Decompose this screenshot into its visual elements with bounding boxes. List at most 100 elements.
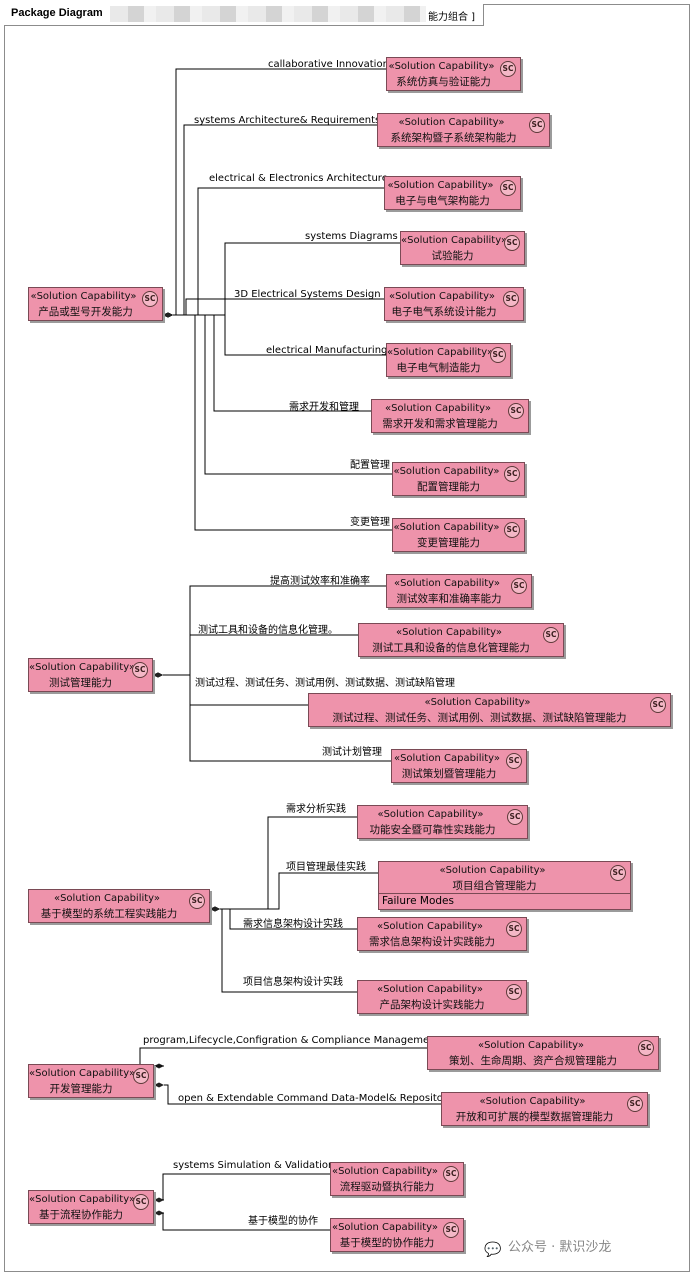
solution-capability-icon: SC [490,347,506,363]
child-capability-block[interactable]: «Solution Capability» SC 测试效率和准确率能力 [386,574,532,608]
connector-label: systems Diagrams [305,231,398,242]
block-name: 策划、生命周期、资产合规管理能力 [449,1055,617,1067]
stereotype-label: «Solution Capability» [393,466,500,477]
solution-capability-icon: SC [506,921,522,937]
block-name: 变更管理能力 [417,537,480,549]
composition-diamond [154,1210,164,1216]
solution-capability-icon: SC [132,662,148,678]
wechat-icon: 💬 [484,1242,502,1258]
stereotype-label: «Solution Capability» [29,662,136,673]
child-capability-block[interactable]: «Solution Capability» SC 需求信息架构设计实践能力 [357,917,527,951]
connector-label: 提高测试效率和准确率 [270,576,370,587]
connector-label: program,Lifecycle,Configration & Complia… [143,1035,440,1046]
block-name: 配置管理能力 [417,481,480,493]
diagram-tab-header[interactable]: Package Diagram 能力组合 ] [4,4,484,26]
composition-diamond [163,312,173,318]
block-name: 流程驱动暨执行能力 [339,1181,435,1193]
connector-label: 变更管理 [350,517,390,528]
block-name: 基于模型的系统工程实践能力 [40,908,178,920]
connector-label: 基于模型的协作 [248,1216,318,1227]
connector-label: 3D Electrical Systems Design [234,289,381,300]
association-line [162,1212,330,1231]
connector-label: 项目信息架构设计实践 [243,977,343,988]
solution-capability-icon: SC [638,1040,654,1056]
solution-capability-icon: SC [504,466,520,482]
block-name: 开放和可扩展的模型数据管理能力 [455,1111,614,1123]
composition-diamond [210,906,220,912]
block-name: 测试工具和设备的信息化管理能力 [372,642,530,654]
stereotype-label: «Solution Capability» [393,578,501,589]
solution-capability-icon: SC [506,984,522,1000]
solution-capability-icon: SC [610,865,626,881]
block-name: 项目组合管理能力 [452,880,537,892]
solution-capability-icon: SC [504,522,520,538]
stereotype-label: «Solution Capability» [395,627,503,638]
stereotype-label: «Solution Capability» [53,893,161,904]
stereotype-label: «Solution Capability» [388,61,495,72]
block-name: 需求开发和需求管理能力 [382,418,498,430]
connector-label: 需求开发和管理 [289,402,359,413]
association-line [220,908,357,993]
solution-capability-icon: SC [511,578,527,594]
solution-capability-icon: SC [133,1194,149,1210]
association-line [139,1047,427,1067]
solution-capability-icon: SC [500,180,516,196]
connector-label: 配置管理 [350,460,390,471]
connector-label: 需求信息架构设计实践 [243,919,343,930]
block-name: 产品或型号开发能力 [38,306,133,318]
block-name: 需求信息架构设计实践能力 [369,936,495,948]
block-name: 基于流程协作能力 [39,1209,123,1221]
connector-label: systems Simulation & Validation [173,1160,335,1171]
stereotype-label: «Solution Capability» [376,984,484,995]
composition-diamond [154,1197,164,1203]
parent-capability-block[interactable]: «Solution Capability»SC 基于流程协作能力 [28,1190,154,1224]
solution-capability-icon: SC [443,1166,459,1182]
association-line [164,1084,441,1105]
block-name: 系统仿真与验证能力 [396,76,491,88]
stereotype-label: «Solution Capability» [331,1222,439,1233]
child-capability-block[interactable]: «Solution Capability» SC 配置管理能力 [392,462,525,496]
solution-capability-icon: SC [507,809,523,825]
block-name: 测试策划暨管理能力 [401,768,497,780]
connector-label: open & Extendable Command Data-Model& Re… [178,1093,453,1104]
block-name: 功能安全暨可靠性实践能力 [369,824,496,836]
stereotype-label: «Solution Capability» [398,117,505,128]
block-name: 测试效率和准确率能力 [396,593,502,605]
watermark: 💬公众号 · 默识沙龙 [484,1236,611,1258]
association-line [220,908,357,930]
stereotype-label: «Solution Capability» [29,1194,136,1205]
stereotype-label: «Solution Capability» [393,753,501,764]
block-name: 电子与电气架构能力 [395,195,490,207]
connector-label: 测试工具和设备的信息化管理。 [198,625,338,636]
stereotype-label: «Solution Capability» [376,921,484,932]
stereotype-label: «Solution Capability» [387,347,494,358]
compartment-label: Failure Modes [382,895,454,907]
stereotype-label: «Solution Capability» [388,291,496,302]
block-name: 试验能力 [431,250,474,262]
stereotype-label: «Solution Capability» [424,697,531,708]
solution-capability-icon: SC [443,1222,459,1238]
solution-capability-icon: SC [504,235,520,251]
